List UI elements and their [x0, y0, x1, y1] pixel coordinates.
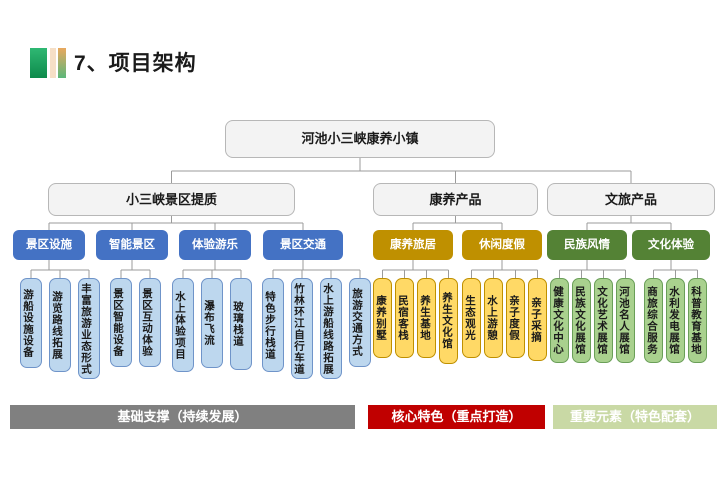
leaf-node: 特色步行栈道 [262, 278, 284, 372]
leaf-node: 科普教育基地 [688, 278, 707, 363]
leaf-node: 亲子度假 [506, 278, 525, 358]
leaf-node: 民宿客栈 [395, 278, 414, 358]
category-culture-experience: 文化体验 [632, 230, 710, 260]
category-ethnic-culture: 民族风情 [547, 230, 627, 260]
leaf-node: 水上体验项目 [172, 278, 194, 372]
category-wellness-living: 康养旅居 [373, 230, 453, 260]
leaf-node: 河池名人展馆 [616, 278, 635, 363]
leaf-node: 丰富旅游业态形式 [78, 278, 100, 379]
branch-wellness-products: 康养产品 [373, 183, 538, 216]
leaf-node: 游览路线拓展 [49, 278, 71, 372]
leaf-node: 健康文化中心 [550, 278, 569, 363]
marker-bar-orange [58, 48, 66, 78]
leaf-node: 景区智能设备 [110, 278, 132, 367]
footer-bar-key-elements: 重要元素（特色配套） [553, 405, 717, 429]
branch-culture-tourism-products: 文旅产品 [547, 183, 715, 216]
category-leisure-vacation: 休闲度假 [462, 230, 542, 260]
slide-marker-icon [30, 48, 66, 78]
leaf-node: 玻璃栈道 [230, 278, 252, 370]
leaf-node: 水利发电展馆 [666, 278, 685, 363]
leaf-node: 文化艺术展馆 [594, 278, 613, 363]
leaf-node: 养生文化馆 [439, 278, 458, 364]
leaf-node: 商旅综合服务 [644, 278, 663, 363]
category-experience-play: 体验游乐 [179, 230, 251, 260]
leaf-node: 瀑布飞流 [201, 278, 223, 368]
category-scenic-facilities: 景区设施 [13, 230, 85, 260]
leaf-node: 养生基地 [417, 278, 436, 358]
leaf-node: 旅游交通方式 [349, 278, 371, 367]
leaf-node: 景区互动体验 [139, 278, 161, 367]
leaf-node: 民族文化展馆 [572, 278, 591, 363]
marker-bar-cream [50, 48, 56, 78]
category-scenic-transport: 景区交通 [263, 230, 343, 260]
leaf-node: 水上游憩 [484, 278, 503, 358]
marker-bar-green [30, 48, 47, 78]
footer-bar-core-feature: 核心特色（重点打造） [368, 405, 545, 429]
leaf-node: 亲子采摘 [528, 278, 547, 361]
root-node: 河池小三峡康养小镇 [225, 120, 495, 158]
leaf-node: 游船设施设备 [20, 278, 42, 368]
footer-bar-foundation: 基础支撑（持续发展） [10, 405, 355, 429]
leaf-node: 康养别墅 [373, 278, 392, 358]
branch-scenic-upgrade: 小三峡景区提质 [48, 183, 295, 216]
category-smart-scenic: 智能景区 [96, 230, 168, 260]
leaf-node: 生态观光 [462, 278, 481, 358]
leaf-node: 竹林环江自行车道 [291, 278, 313, 379]
page-title: 7、项目架构 [74, 52, 197, 75]
leaf-node: 水上游船线路拓展 [320, 278, 342, 379]
